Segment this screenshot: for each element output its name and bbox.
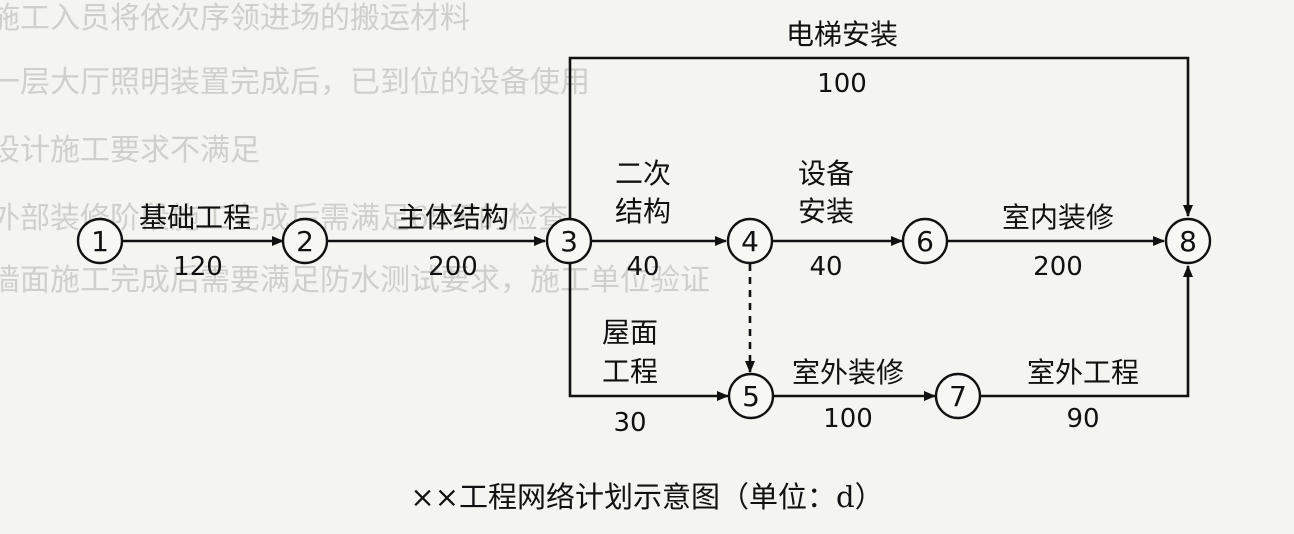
activity-4-6-name-line-1: 设备 (798, 157, 854, 190)
node-4-label: 4 (741, 225, 759, 258)
edges (123, 56, 1193, 401)
node-6-label: 6 (916, 225, 934, 258)
edge-3-5 (568, 264, 729, 401)
node-6: 6 (901, 217, 949, 265)
activity-3-5-name-line-1: 屋面 (602, 316, 658, 349)
bleed-line-1: 施工入员将依次序领进场的搬运材料 (0, 1, 470, 36)
activity-4-6-duration: 40 (809, 252, 842, 282)
activity-3-4-name-line-1: 二次 (615, 157, 671, 190)
activity-3-5-name-line-2: 工程 (602, 355, 658, 388)
activity-3-8-duration: 100 (817, 69, 867, 99)
bleed-line-5: 墙面施工完成后需要满足防水测试要求，施工单位验证 (0, 263, 710, 298)
edge-3-8 (568, 56, 1193, 218)
diagram-caption: ××工程网络计划示意图（单位：d） (410, 480, 883, 514)
activity-5-7-duration: 100 (823, 404, 873, 434)
bleed-through-text: 施工入员将依次序领进场的搬运材料 一层大厅照明装置完成后，已到位的设备使用 设计… (0, 1, 710, 298)
node-3: 3 (545, 217, 593, 265)
activity-3-4-duration: 40 (626, 252, 659, 282)
activity-1-2-duration: 120 (173, 252, 223, 282)
activity-6-8-duration: 200 (1033, 252, 1083, 282)
node-2: 2 (281, 217, 329, 265)
node-5: 5 (727, 372, 775, 420)
node-5-label: 5 (742, 380, 760, 413)
node-2-label: 2 (296, 225, 314, 258)
node-4: 4 (726, 217, 774, 265)
node-1-label: 1 (91, 225, 109, 258)
edge-7-8 (981, 265, 1193, 398)
activity-1-2-name: 基础工程 (139, 201, 251, 234)
activity-5-7-name: 室外装修 (792, 356, 904, 389)
node-7-label: 7 (949, 380, 967, 413)
node-8-label: 8 (1179, 225, 1197, 258)
activity-6-8-name: 室内装修 (1002, 201, 1114, 234)
node-1: 1 (76, 217, 124, 265)
bleed-line-3: 设计施工要求不满足 (0, 133, 260, 168)
activity-7-8-name: 室外工程 (1027, 356, 1139, 389)
node-8: 8 (1164, 217, 1212, 265)
activity-labels: 基础工程 120 主体结构 200 二次 结构 40 设备 安装 40 室内装修… (139, 18, 1139, 438)
nodes: 1 2 3 4 5 6 7 8 (76, 217, 1212, 420)
activity-3-8-name: 电梯安装 (786, 18, 898, 51)
activity-3-4-name-line-2: 结构 (615, 195, 671, 228)
activity-3-5-duration: 30 (613, 408, 646, 438)
node-3-label: 3 (560, 225, 578, 258)
activity-7-8-duration: 90 (1066, 404, 1099, 434)
activity-4-6-name-line-2: 安装 (798, 195, 854, 228)
activity-2-3-duration: 200 (428, 252, 478, 282)
activity-2-3-name: 主体结构 (397, 201, 509, 234)
node-7: 7 (934, 372, 982, 420)
bleed-line-2: 一层大厅照明装置完成后，已到位的设备使用 (0, 65, 590, 100)
